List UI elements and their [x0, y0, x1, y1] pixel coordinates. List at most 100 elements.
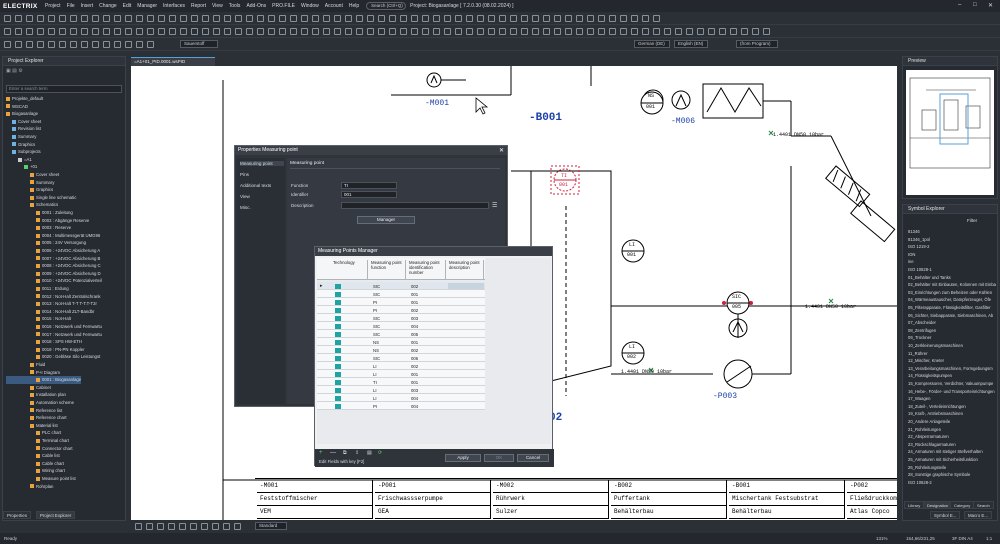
- toolbar-button-icon[interactable]: [125, 28, 132, 35]
- gas-select[interactable]: Sauerstoff: [180, 40, 218, 48]
- toolbar-button-icon[interactable]: [268, 28, 275, 35]
- tab-symbol-explorer[interactable]: Symbol E...: [930, 511, 961, 519]
- toolbar-button-icon[interactable]: [323, 15, 330, 22]
- toolbar-button-icon[interactable]: [708, 28, 715, 35]
- toolbar-button-icon[interactable]: [488, 28, 495, 35]
- properties-close-icon[interactable]: ✕: [498, 148, 504, 154]
- tree-item[interactable]: 0002 : Abgänge Reserve: [6, 217, 89, 225]
- tree-item[interactable]: Revision list: [6, 125, 41, 133]
- toolbar-button-icon[interactable]: [191, 28, 198, 35]
- tree-item[interactable]: 0010 : +24VDC Potenzialverteil: [6, 277, 102, 285]
- toolbar-button-icon[interactable]: [4, 15, 11, 22]
- toolbar-button-icon[interactable]: [312, 28, 319, 35]
- tree-item[interactable]: 0006 : +24VDC Absicherung A: [6, 247, 100, 255]
- table-row[interactable]: [317, 354, 485, 362]
- table-row[interactable]: [317, 386, 485, 394]
- menu-tools[interactable]: Tools: [228, 3, 241, 9]
- toolbar-button-icon[interactable]: [136, 41, 143, 48]
- toolbar-button-icon[interactable]: [444, 15, 451, 22]
- menu-view[interactable]: View: [212, 3, 223, 9]
- toolbar-button-icon[interactable]: [345, 28, 352, 35]
- tree-item[interactable]: Installation plan: [6, 391, 66, 399]
- tree-item[interactable]: Cover sheet: [6, 118, 41, 126]
- tree-item[interactable]: Wiring chart: [6, 467, 65, 475]
- toolbar-button-icon[interactable]: [279, 15, 286, 22]
- toolbar-button-icon[interactable]: [201, 523, 208, 530]
- toolbar-button-icon[interactable]: [499, 15, 506, 22]
- menu-manager[interactable]: Manager: [137, 3, 158, 9]
- toolbar-button-icon[interactable]: [422, 28, 429, 35]
- toolbar-button-icon[interactable]: [587, 28, 594, 35]
- symbol-item[interactable]: 04_Wärmeaustauscher, Dampferzeuger, Öfe: [908, 297, 992, 303]
- toolbar-button-icon[interactable]: [554, 15, 561, 22]
- toolbar-button-icon[interactable]: [664, 28, 671, 35]
- table-row[interactable]: [317, 378, 485, 386]
- description-field[interactable]: [341, 202, 489, 209]
- number-cell[interactable]: 002: [411, 307, 419, 313]
- toolbar-button-icon[interactable]: [268, 15, 275, 22]
- toolbar-button-icon[interactable]: [499, 28, 506, 35]
- toolbar-button-icon[interactable]: [576, 28, 583, 35]
- toolbar-button-icon[interactable]: [103, 41, 110, 48]
- table-row[interactable]: [317, 290, 485, 298]
- tree-item[interactable]: 0013 : Not-Halt T-T T-T.T-T2r: [6, 300, 97, 308]
- toolbar-button-icon[interactable]: [59, 41, 66, 48]
- toolbar-button-icon[interactable]: [433, 15, 440, 22]
- column-header[interactable]: Measuring point identification number: [409, 260, 446, 280]
- toolbar-button-icon[interactable]: [168, 523, 175, 530]
- table-row[interactable]: [317, 282, 485, 290]
- symbol-item[interactable]: ISO 10628-1: [908, 267, 932, 272]
- symbol-item[interactable]: 22_Absperrarmaturen: [908, 434, 949, 440]
- symbol-item[interactable]: 28_Sonstige graphische Symbole: [908, 472, 971, 478]
- toolbar-button-icon[interactable]: [455, 15, 462, 22]
- number-cell[interactable]: 002: [411, 283, 419, 289]
- toolbar-button-icon[interactable]: [510, 15, 517, 22]
- tree-item[interactable]: WSCAD: [6, 103, 28, 111]
- menu-change[interactable]: Change: [99, 3, 117, 9]
- tree-item[interactable]: 0018 : SPS HW-ETH: [6, 338, 82, 346]
- table-row[interactable]: [317, 370, 485, 378]
- function-cell[interactable]: NS: [373, 339, 379, 345]
- toolbar-button-icon[interactable]: [653, 15, 660, 22]
- tree-item[interactable]: Projekte_default: [6, 95, 43, 103]
- toolbar-button-icon[interactable]: [37, 41, 44, 48]
- number-cell[interactable]: 001: [411, 299, 419, 305]
- function-cell[interactable]: TI: [373, 379, 377, 385]
- menu-pro-file[interactable]: PRO.FILE: [272, 3, 295, 9]
- toolbar-button-icon[interactable]: [400, 15, 407, 22]
- symbol-item[interactable]: 19_Kraft-, Antriebsmaschinen: [908, 411, 963, 417]
- tree-item[interactable]: Biogasanlage: [6, 110, 38, 118]
- tree-item[interactable]: Material list: [6, 422, 58, 430]
- toolbar-button-icon[interactable]: [70, 28, 77, 35]
- apply-button[interactable]: Apply: [445, 454, 481, 462]
- toolbar-button-icon[interactable]: [147, 15, 154, 22]
- toolbar-button-icon[interactable]: [59, 28, 66, 35]
- symbol-item[interactable]: 81346: [908, 229, 920, 234]
- toolbar-button-icon[interactable]: [466, 15, 473, 22]
- menu-project[interactable]: Project: [45, 3, 61, 9]
- toolbar-button-icon[interactable]: [323, 28, 330, 35]
- toolbar-button-icon[interactable]: [543, 15, 550, 22]
- symbol-item[interactable]: 12_Mischer, Kneter: [908, 358, 945, 364]
- number-cell[interactable]: 006: [411, 355, 419, 361]
- table-row[interactable]: [317, 362, 485, 370]
- toolbar-button-icon[interactable]: [26, 28, 33, 35]
- number-cell[interactable]: 004: [411, 403, 419, 409]
- menu-report[interactable]: Report: [190, 3, 206, 9]
- toolbar-button-icon[interactable]: [125, 41, 132, 48]
- properties-sidebar-item[interactable]: View: [240, 194, 250, 199]
- tree-item[interactable]: 0001 : Biogasanlage: [6, 376, 82, 384]
- toolbar-button-icon[interactable]: [631, 28, 638, 35]
- toolbar-button-icon[interactable]: [114, 15, 121, 22]
- toolbar-button-icon[interactable]: [224, 28, 231, 35]
- tree-item[interactable]: 0015 : Not-Halt: [6, 315, 71, 323]
- tree-item[interactable]: Summary: [6, 133, 36, 141]
- toolbar-button-icon[interactable]: [356, 28, 363, 35]
- symbol-item[interactable]: 14_Flüssigkeitspumpen: [908, 373, 952, 379]
- number-cell[interactable]: 004: [411, 395, 419, 401]
- identifier-field[interactable]: 001: [341, 191, 397, 198]
- document-tab[interactable]: =A1+01_PID.0001.wsPID: [131, 57, 215, 66]
- toolbar-button-icon[interactable]: [202, 28, 209, 35]
- toolbar-button-icon[interactable]: [92, 15, 99, 22]
- toolbar-button-icon[interactable]: [389, 15, 396, 22]
